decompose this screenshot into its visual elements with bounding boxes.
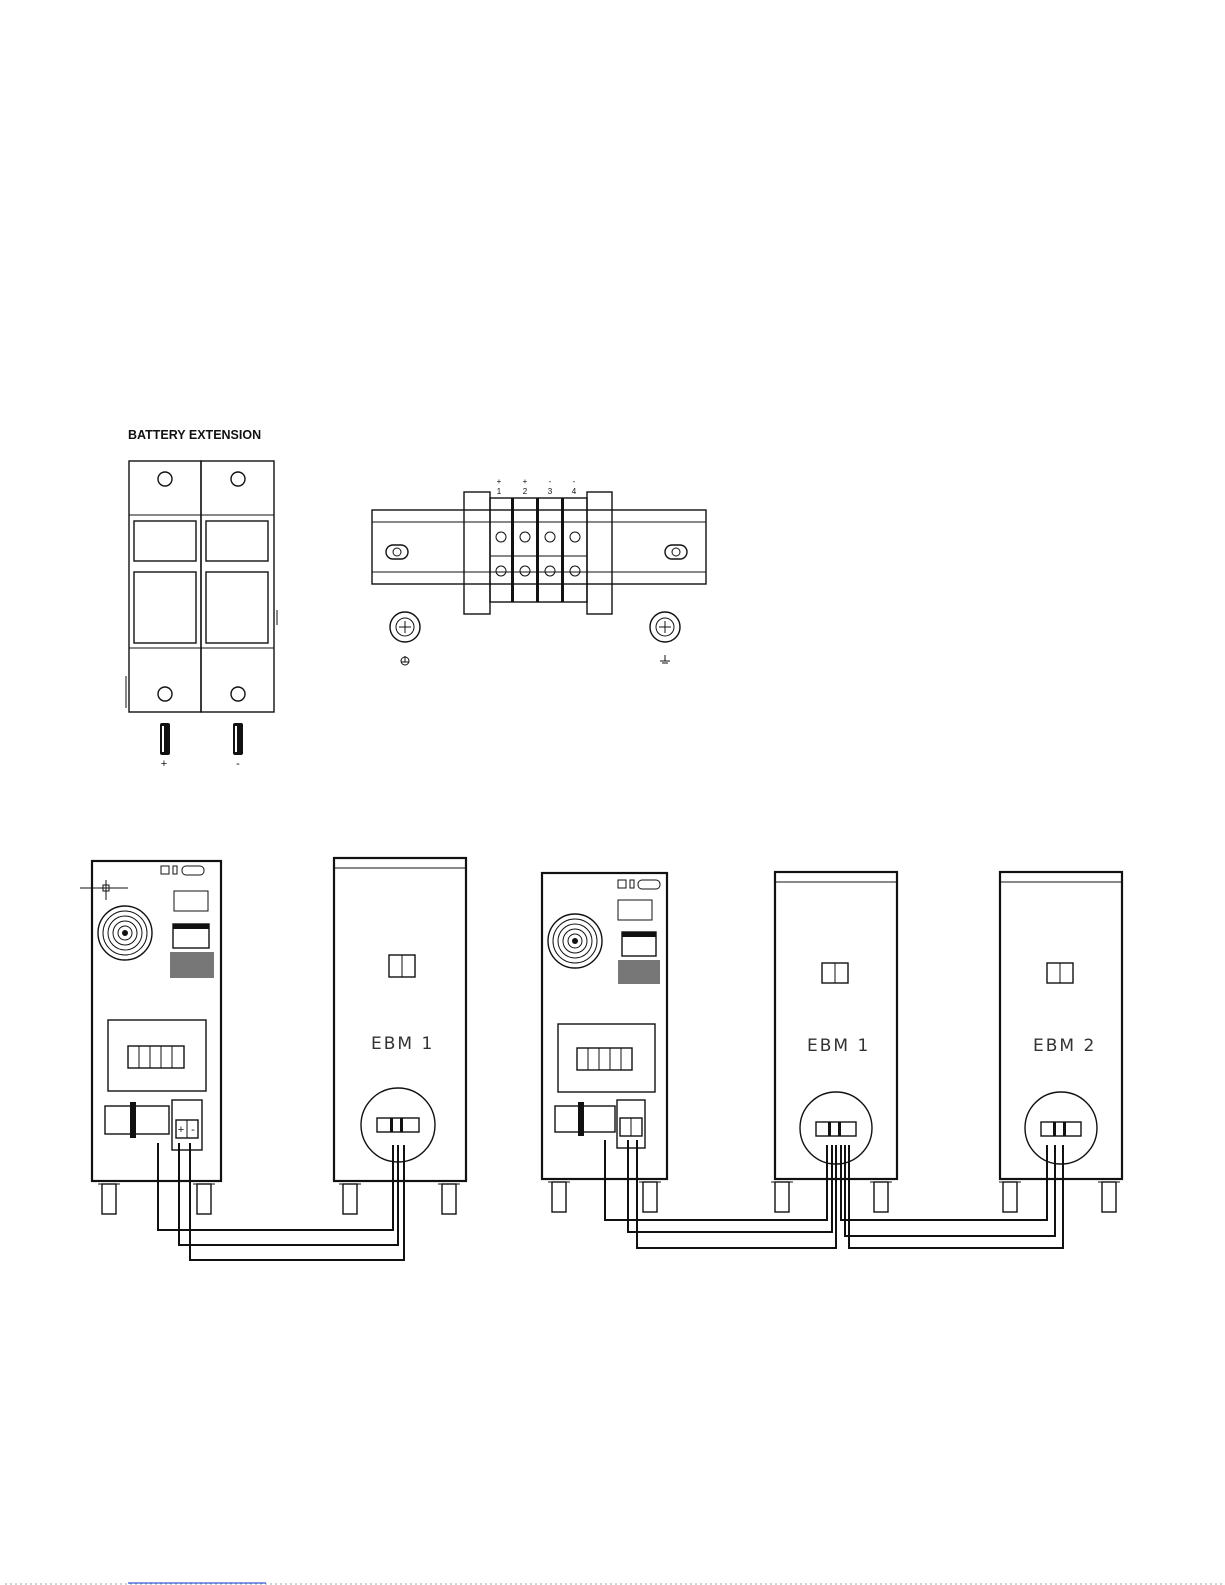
breaker-lead-minus: -	[233, 723, 243, 770]
fan-icon	[548, 914, 602, 968]
ebm-cabinet-left-1: EBM 1	[334, 858, 466, 1214]
breaker-plus-label: +	[161, 758, 167, 770]
ups-battery-terminal: + -	[105, 1100, 202, 1150]
battery-extension-breaker: BATTERY EXTENSION +	[126, 428, 277, 770]
terminal-2-number: 2	[523, 487, 528, 496]
terminal-4-polarity: -	[573, 477, 576, 486]
breaker-pole-left	[129, 461, 201, 712]
ups-minus-label: -	[191, 1124, 195, 1136]
breaker-lead-plus: +	[160, 723, 170, 770]
terminal-positions	[490, 498, 587, 602]
ebm-1-label: EBM 1	[371, 1034, 434, 1054]
ground-icon	[401, 656, 409, 665]
caster-wheel	[339, 1184, 361, 1214]
caster-wheel	[548, 1182, 570, 1212]
terminal-1-polarity: +	[497, 477, 502, 486]
ebm-2-label: EBM 2	[1033, 1036, 1096, 1056]
breaker-pole-right	[201, 461, 274, 712]
battery-cables-left	[158, 1143, 404, 1260]
terminal-block-diagram: + + - - 1 2 3 4	[372, 477, 706, 665]
battery-cables-right	[605, 1140, 1063, 1248]
battery-extension-heading: BATTERY EXTENSION	[128, 428, 261, 442]
right-setup: EBM 1 EBM 2	[542, 872, 1122, 1248]
ups-cabinet-left: + -	[80, 861, 221, 1214]
ebm-1-label: EBM 1	[807, 1036, 870, 1056]
ground-screw-left	[390, 612, 420, 642]
caster-wheel	[1098, 1182, 1120, 1212]
ups-display-panel	[108, 1020, 206, 1091]
terminal-3-polarity: -	[549, 477, 552, 486]
ebm-terminal-window	[1025, 1092, 1097, 1164]
ebm-cabinet-right-2: EBM 2	[999, 872, 1122, 1212]
terminal-2-polarity: +	[523, 477, 528, 486]
ground-icon	[660, 655, 670, 663]
ups-battery-terminal	[555, 1100, 645, 1148]
ups-display-panel	[558, 1024, 655, 1092]
caster-wheel	[639, 1182, 661, 1212]
caster-wheel	[98, 1184, 120, 1214]
terminal-3-number: 3	[548, 487, 553, 496]
terminal-4-number: 4	[572, 487, 577, 496]
terminal-1-number: 1	[497, 487, 502, 496]
caster-wheel	[193, 1184, 215, 1214]
ups-plus-label: +	[178, 1124, 184, 1136]
ground-screw-right	[650, 612, 680, 642]
breaker-minus-label: -	[236, 758, 240, 770]
left-setup: + - EBM 1	[80, 858, 466, 1260]
caster-wheel	[999, 1182, 1021, 1212]
caster-wheel	[870, 1182, 892, 1212]
caster-wheel	[438, 1184, 460, 1214]
ebm-cabinet-right-1: EBM 1	[771, 872, 897, 1212]
caster-wheel	[771, 1182, 793, 1212]
footer-rule	[5, 1583, 1225, 1584]
fan-icon	[98, 906, 152, 960]
